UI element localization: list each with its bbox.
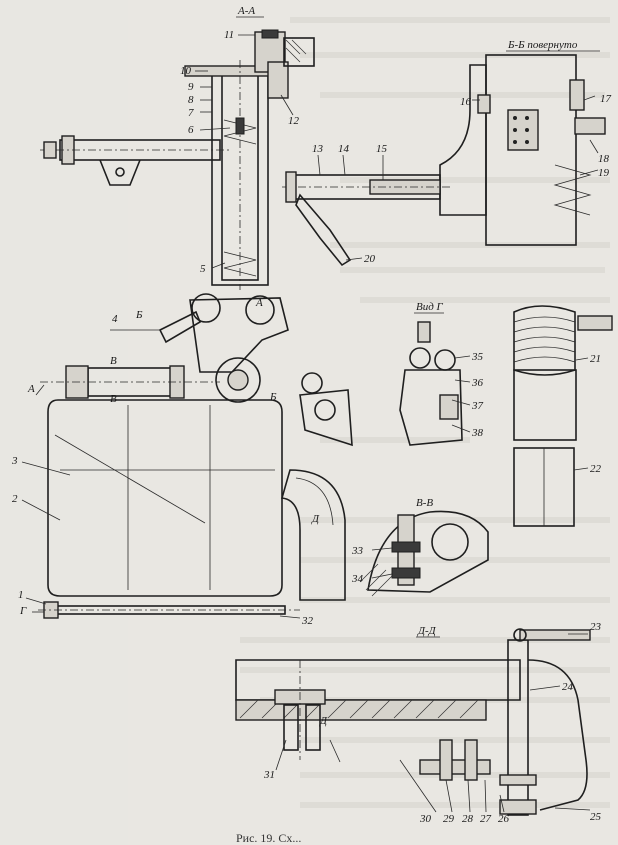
spring-5 bbox=[223, 251, 257, 277]
callout-31: 31 bbox=[263, 769, 275, 781]
callout-32: 32 bbox=[301, 615, 314, 627]
callout-5: 5 bbox=[200, 263, 206, 275]
callout-9: 9 bbox=[188, 81, 194, 93]
tank-2 bbox=[47, 399, 283, 597]
section-d-d-title: Д-Д bbox=[417, 625, 437, 637]
section-a-a: А-А bbox=[40, 5, 315, 290]
callout-4: 4 bbox=[112, 313, 118, 325]
view-g-body bbox=[399, 369, 463, 446]
rod-23 bbox=[519, 629, 591, 641]
section-v-v-title: В-В bbox=[416, 497, 433, 509]
marker-d: Д bbox=[311, 513, 320, 525]
callout-8: 8 bbox=[188, 94, 194, 106]
lever-body bbox=[189, 297, 289, 373]
marker-b-left: Б bbox=[135, 309, 143, 321]
callout-23: 23 bbox=[590, 621, 602, 633]
callout-12: 12 bbox=[288, 115, 300, 127]
marker-v-top: В bbox=[110, 355, 117, 367]
callout-18: 18 bbox=[598, 153, 610, 165]
callout-21: 21 bbox=[590, 353, 601, 365]
callout-36: 36 bbox=[471, 377, 484, 389]
callout-11: 11 bbox=[224, 29, 234, 41]
handle-20 bbox=[295, 193, 352, 267]
callout-22: 22 bbox=[590, 463, 602, 475]
callout-29: 29 bbox=[443, 813, 455, 825]
callout-2: 2 bbox=[12, 493, 18, 505]
callout-15: 15 bbox=[376, 143, 388, 155]
callout-37: 37 bbox=[471, 400, 484, 412]
bellows-21 bbox=[513, 305, 576, 376]
housing-d-d bbox=[235, 659, 521, 701]
callout-38: 38 bbox=[471, 427, 484, 439]
marker-b-right: Б bbox=[269, 391, 277, 403]
plate-d-d bbox=[235, 699, 487, 721]
callout-7: 7 bbox=[188, 107, 194, 119]
main-assembly: 3 2 1 4 32 А А Б Б В В Г Д bbox=[11, 293, 353, 627]
curved-plate bbox=[280, 469, 346, 601]
hook-body bbox=[367, 510, 489, 593]
callout-27: 27 bbox=[480, 813, 492, 825]
marker-g: Г bbox=[19, 605, 27, 617]
callout-19: 19 bbox=[598, 167, 610, 179]
callout-16: 16 bbox=[460, 96, 472, 108]
bolt-head-11 bbox=[261, 29, 279, 39]
nut-12 bbox=[267, 61, 289, 99]
marker-a-top: А bbox=[255, 297, 263, 309]
callout-17: 17 bbox=[600, 93, 612, 105]
callout-1: 1 bbox=[18, 589, 24, 601]
callout-13: 13 bbox=[312, 143, 324, 155]
callout-10: 10 bbox=[180, 65, 192, 77]
marker-a-left: А bbox=[27, 383, 35, 395]
callout-30: 30 bbox=[419, 813, 432, 825]
callout-35: 35 bbox=[471, 351, 484, 363]
callout-28: 28 bbox=[462, 813, 474, 825]
section-b-b-title: Б-Б повернуто bbox=[507, 39, 578, 51]
callout-34: 34 bbox=[351, 573, 364, 585]
callout-6: 6 bbox=[188, 124, 194, 136]
handle-4 bbox=[158, 310, 201, 344]
section-d-d: Д-Д bbox=[235, 621, 602, 825]
callout-14: 14 bbox=[338, 143, 350, 155]
marker-d-bottom: Д bbox=[319, 715, 328, 727]
view-g: Вид Г 35 36 37 38 bbox=[399, 301, 484, 446]
bracket-b-b bbox=[439, 64, 487, 216]
plate-b-b bbox=[507, 109, 539, 151]
callout-24: 24 bbox=[562, 681, 574, 693]
callout-3: 3 bbox=[11, 455, 18, 467]
callout-33: 33 bbox=[351, 545, 364, 557]
callout-20: 20 bbox=[364, 253, 376, 265]
spring-19 bbox=[553, 164, 592, 216]
callout-26: 26 bbox=[498, 813, 510, 825]
section-b-b: Б-Б повернуто 16 17 18 19 13 14 bbox=[282, 39, 612, 267]
view-g-title: Вид Г bbox=[416, 301, 444, 313]
figure-caption: Рис. 19. Сх... bbox=[236, 831, 301, 845]
cover-25 bbox=[527, 659, 588, 811]
filter-assembly: 21 22 bbox=[513, 305, 613, 527]
marker-v-bottom: В bbox=[110, 393, 117, 405]
section-v-v: В-В 33 34 bbox=[351, 497, 489, 597]
callout-25: 25 bbox=[590, 811, 602, 823]
section-a-a-title: А-А bbox=[237, 5, 255, 17]
bracket bbox=[99, 159, 141, 186]
